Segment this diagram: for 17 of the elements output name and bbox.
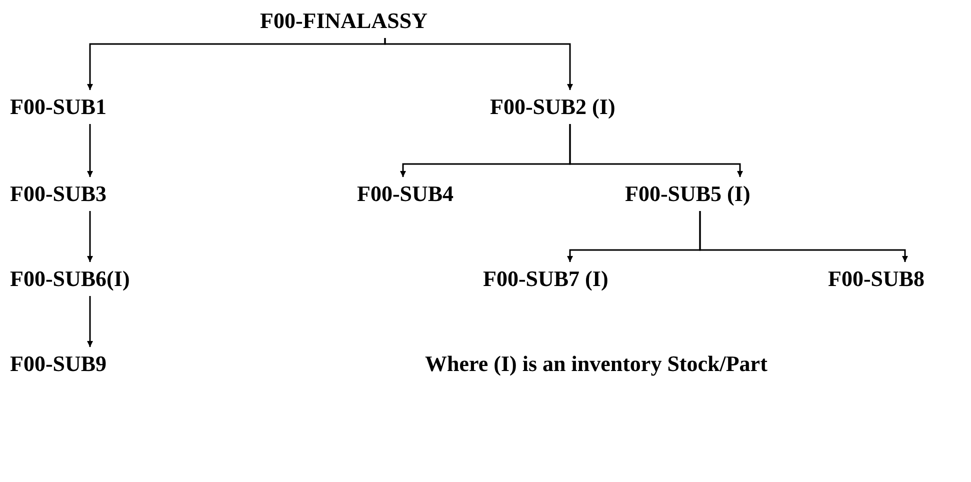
arrow bbox=[569, 124, 743, 177]
node-label: F00-SUB6(I) bbox=[10, 266, 130, 292]
node-label: F00-SUB9 bbox=[10, 351, 107, 377]
arrow bbox=[87, 296, 93, 347]
node-label: F00-SUB2 (I) bbox=[490, 94, 616, 120]
node-label: F00-SUB7 (I) bbox=[483, 266, 608, 292]
node-label: F00-SUB3 bbox=[10, 181, 107, 207]
node-label: F00-SUB5 (I) bbox=[625, 181, 750, 207]
node-label: F00-SUB8 bbox=[828, 266, 925, 292]
node-label: F00-SUB1 bbox=[10, 94, 107, 120]
arrow bbox=[87, 211, 93, 262]
arrow bbox=[87, 124, 93, 177]
node-label: F00-SUB4 bbox=[357, 181, 454, 207]
arrow bbox=[699, 211, 908, 262]
note: Where (I) is an inventory Stock/Part bbox=[425, 350, 768, 378]
node-label: F00-FINALASSY bbox=[260, 8, 428, 34]
arrow bbox=[384, 38, 573, 90]
